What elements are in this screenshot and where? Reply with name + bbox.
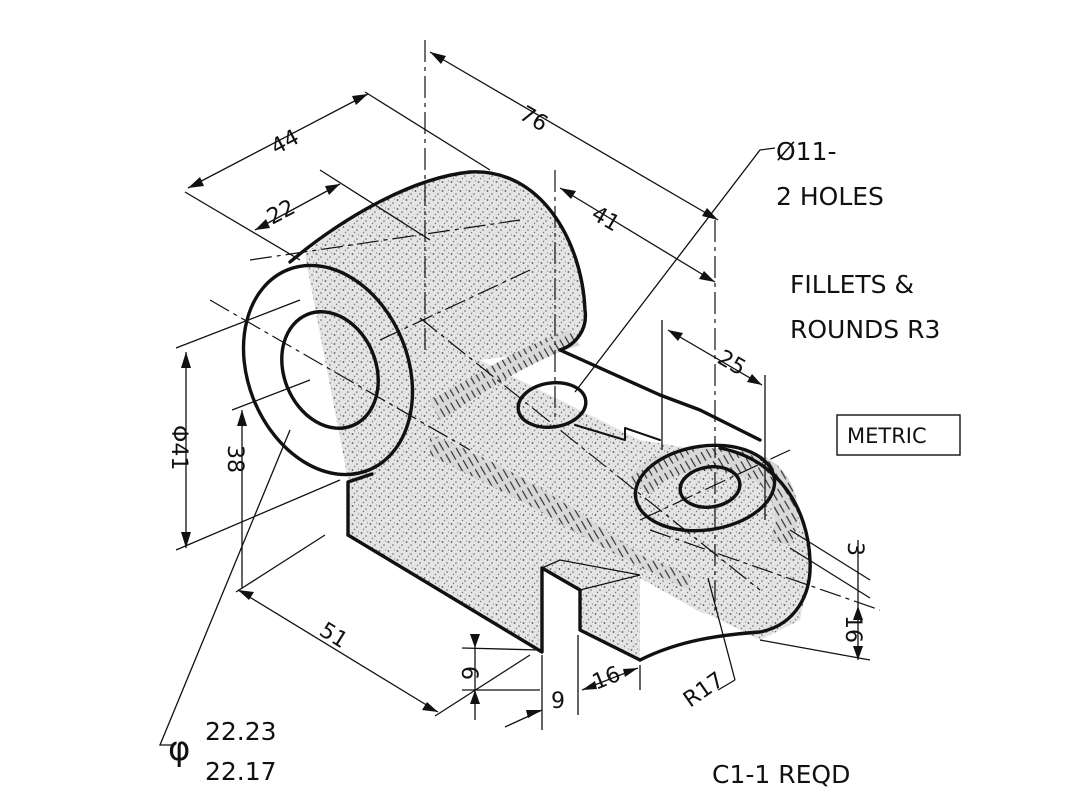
fillet-ridges-left: [430, 330, 580, 420]
metric-box: [836, 414, 961, 456]
dim-6: 6: [456, 666, 481, 680]
dim-9: 9: [551, 689, 565, 714]
fillets-note-line2: ROUNDS R3: [790, 315, 940, 344]
dim-41: 41: [587, 202, 624, 238]
right-boss-outline: [638, 446, 812, 662]
cylinder-outline: [288, 170, 588, 352]
fillet-ridges-mid: [430, 435, 690, 590]
fillet-ridges-boss: [630, 448, 798, 545]
part-body: [241, 170, 812, 662]
holes-note-line1: Ø11-: [776, 137, 837, 166]
bore-tolerance-upper: 22.23: [205, 717, 277, 746]
bore-hole: [280, 310, 380, 430]
boss-hole: [678, 465, 742, 509]
dim-16-slot: 16: [589, 662, 624, 696]
metric-label: METRIC: [847, 424, 927, 448]
dim-76: 76: [515, 102, 552, 138]
bore-diameter-symbol: φ: [168, 729, 190, 769]
dimension-lines: [159, 51, 871, 746]
notes: Ø11- 2 HOLES FILLETS & ROUNDS R3 METRIC …: [168, 137, 961, 789]
dim-3: 3: [842, 542, 867, 556]
base-right-edge: [558, 348, 762, 442]
cylinder-end-face: [241, 263, 415, 477]
cylinder-bottom-edge: [346, 472, 374, 537]
dim-dia41: Φ41: [166, 425, 191, 470]
holes-note-line2: 2 HOLES: [776, 182, 884, 211]
dim-51: 51: [315, 618, 352, 654]
bore-tolerance-lower: 22.17: [205, 757, 277, 786]
dim-16-right: 16: [840, 615, 865, 643]
dim-25: 25: [713, 346, 750, 382]
base-block-outline: [346, 533, 642, 662]
top-step-line: [574, 424, 661, 441]
center-lines: [209, 40, 881, 611]
boss-top-ring: [633, 443, 777, 533]
slot-back-edge: [541, 559, 641, 591]
dim-r17: R17: [679, 668, 729, 713]
fillets-note-line1: FILLETS &: [790, 270, 914, 299]
dim-38: 38: [222, 445, 247, 473]
part-id-note: C1-1 REQD: [712, 760, 850, 789]
